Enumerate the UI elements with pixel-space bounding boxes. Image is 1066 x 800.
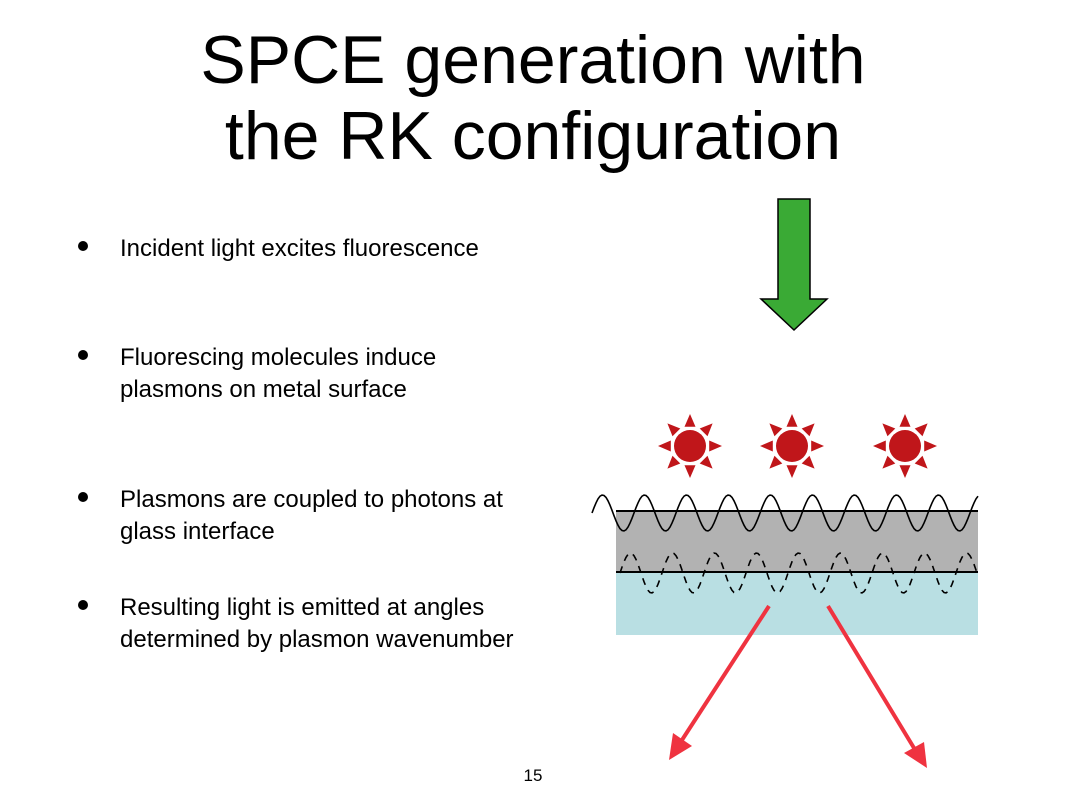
bullet-marker — [78, 241, 88, 251]
emitted-light-arrow-right — [826, 604, 916, 750]
fluorophore-ray — [760, 440, 773, 452]
bullet-list: Incident light excites fluorescence Fluo… — [78, 235, 514, 653]
fluorophore-group — [658, 414, 937, 478]
fluorophore-ray — [899, 414, 911, 427]
slide-title-line-2: the RK configuration — [224, 98, 842, 174]
fluorophore-ray — [658, 440, 671, 452]
fluorophore-core — [776, 430, 808, 462]
bullet-marker — [78, 350, 88, 360]
fluorophore-ray — [882, 423, 896, 437]
fluorophore-ray — [667, 455, 681, 469]
bullet-text: Resulting light is emitted at angles det… — [120, 594, 514, 653]
fluorophore-ray — [801, 423, 815, 437]
fluorophore-ray — [769, 455, 783, 469]
bullet-text: Incident light excites fluorescence — [120, 235, 479, 262]
coupled-plasmon-wave — [619, 552, 979, 594]
bullet-text: Fluorescing molecules induce plasmons on… — [120, 344, 437, 403]
fluorophore-ray — [786, 414, 798, 427]
fluorophore-ray — [699, 423, 713, 437]
fluorophore-ray — [873, 440, 886, 452]
fluorophore-ray — [899, 465, 911, 478]
emitted-light-arrow-left — [680, 604, 771, 742]
surface-plasmon-wave — [591, 494, 979, 532]
slide-title-line-1: SPCE generation with — [200, 22, 866, 98]
fluorophore-ray — [684, 465, 696, 478]
fluorophore-ray — [924, 440, 937, 452]
fluorophore-ray — [914, 455, 928, 469]
fluorophore-ray — [709, 440, 722, 452]
fluorophore-ray — [786, 465, 798, 478]
emitted-light-arrowhead-right — [904, 742, 927, 768]
fluorophore-core — [674, 430, 706, 462]
fluorophore-ray — [811, 440, 824, 452]
fluorophore-icon — [873, 414, 937, 478]
fluorophore-ray — [801, 455, 815, 469]
emitted-light-arrowhead-left — [669, 733, 692, 760]
fluorophore-ray — [667, 423, 681, 437]
bullet-marker — [78, 492, 88, 502]
page-number: 15 — [523, 766, 543, 785]
slide-title: SPCE generation with the RK configuratio… — [0, 22, 1066, 174]
fluorophore-ray — [882, 455, 896, 469]
emission-arrow-group — [669, 604, 927, 768]
incident-light-arrow — [759, 198, 829, 332]
bullet-text: Plasmons are coupled to photons at glass… — [120, 486, 503, 545]
glass-layer — [616, 572, 978, 635]
fluorophore-core — [889, 430, 921, 462]
fluorophore-ray — [699, 455, 713, 469]
fluorophore-icon — [658, 414, 722, 478]
fluorophore-ray — [684, 414, 696, 427]
bullet-marker — [78, 600, 88, 610]
metal-film-layer — [616, 511, 978, 572]
fluorophore-ray — [769, 423, 783, 437]
fluorophore-ray — [914, 423, 928, 437]
fluorophore-icon — [760, 414, 824, 478]
